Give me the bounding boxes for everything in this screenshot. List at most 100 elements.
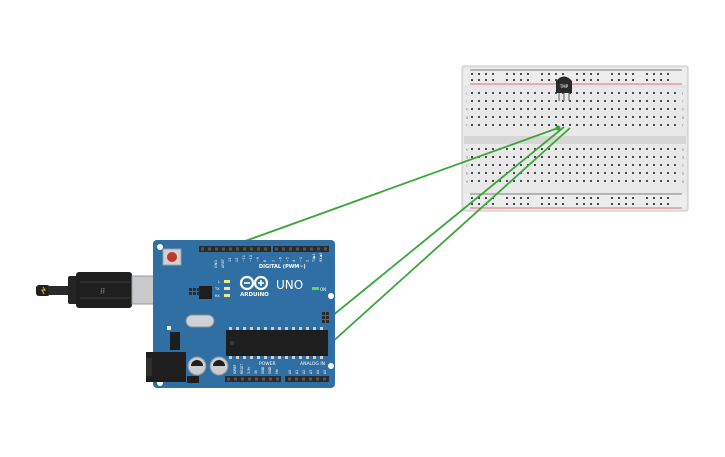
terminal-hole[interactable] (541, 100, 543, 102)
terminal-hole[interactable] (555, 164, 557, 166)
header-pin[interactable] (241, 377, 244, 381)
header-pin[interactable] (255, 377, 258, 381)
terminal-hole[interactable] (548, 148, 550, 150)
header-pin[interactable] (262, 377, 265, 381)
terminal-hole[interactable] (492, 156, 494, 158)
terminal-hole[interactable] (667, 124, 669, 126)
terminal-hole[interactable] (471, 156, 473, 158)
rail-hole[interactable] (506, 203, 508, 205)
rail-hole[interactable] (527, 197, 529, 199)
terminal-hole[interactable] (520, 156, 522, 158)
terminal-hole[interactable] (611, 108, 613, 110)
terminal-hole[interactable] (534, 164, 536, 166)
terminal-hole[interactable] (485, 100, 487, 102)
rail-hole[interactable] (583, 79, 585, 81)
terminal-hole[interactable] (555, 156, 557, 158)
terminal-hole[interactable] (674, 156, 676, 158)
terminal-hole[interactable] (604, 156, 606, 158)
terminal-hole[interactable] (485, 92, 487, 94)
terminal-hole[interactable] (548, 124, 550, 126)
rail-hole[interactable] (597, 203, 599, 205)
terminal-hole[interactable] (597, 172, 599, 174)
terminal-hole[interactable] (506, 148, 508, 150)
terminal-hole[interactable] (590, 116, 592, 118)
rail-hole[interactable] (520, 197, 522, 199)
terminal-hole[interactable] (646, 180, 648, 182)
rail-hole[interactable] (625, 79, 627, 81)
header-pin[interactable] (275, 247, 278, 251)
rail-hole[interactable] (583, 73, 585, 75)
rail-hole[interactable] (625, 73, 627, 75)
terminal-hole[interactable] (653, 156, 655, 158)
terminal-hole[interactable] (506, 100, 508, 102)
terminal-hole[interactable] (478, 108, 480, 110)
terminal-hole[interactable] (520, 108, 522, 110)
terminal-hole[interactable] (520, 180, 522, 182)
terminal-hole[interactable] (618, 108, 620, 110)
terminal-hole[interactable] (478, 92, 480, 94)
terminal-hole[interactable] (513, 148, 515, 150)
rail-hole[interactable] (653, 197, 655, 199)
header-pin[interactable] (317, 247, 320, 251)
terminal-hole[interactable] (492, 116, 494, 118)
rail-hole[interactable] (506, 79, 508, 81)
rail-hole[interactable] (555, 203, 557, 205)
terminal-hole[interactable] (562, 108, 564, 110)
terminal-hole[interactable] (541, 148, 543, 150)
terminal-hole[interactable] (520, 92, 522, 94)
rail-hole[interactable] (590, 203, 592, 205)
terminal-hole[interactable] (555, 148, 557, 150)
terminal-hole[interactable] (506, 124, 508, 126)
terminal-hole[interactable] (646, 92, 648, 94)
terminal-hole[interactable] (555, 116, 557, 118)
terminal-hole[interactable] (569, 108, 571, 110)
header-pin[interactable] (243, 247, 246, 251)
terminal-hole[interactable] (562, 148, 564, 150)
rail-hole[interactable] (632, 197, 634, 199)
terminal-hole[interactable] (625, 172, 627, 174)
rail-hole[interactable] (597, 79, 599, 81)
terminal-hole[interactable] (527, 180, 529, 182)
rail-hole[interactable] (513, 203, 515, 205)
terminal-hole[interactable] (471, 100, 473, 102)
terminal-hole[interactable] (513, 116, 515, 118)
rail-hole[interactable] (506, 73, 508, 75)
terminal-hole[interactable] (499, 180, 501, 182)
rail-hole[interactable] (471, 79, 473, 81)
terminal-hole[interactable] (527, 172, 529, 174)
header-pin[interactable] (309, 377, 312, 381)
terminal-hole[interactable] (576, 116, 578, 118)
rail-hole[interactable] (660, 197, 662, 199)
rail-hole[interactable] (527, 79, 529, 81)
rail-hole[interactable] (562, 197, 564, 199)
terminal-hole[interactable] (492, 100, 494, 102)
terminal-hole[interactable] (513, 172, 515, 174)
terminal-hole[interactable] (492, 92, 494, 94)
rail-hole[interactable] (520, 203, 522, 205)
terminal-hole[interactable] (548, 92, 550, 94)
terminal-hole[interactable] (583, 92, 585, 94)
terminal-hole[interactable] (499, 92, 501, 94)
terminal-hole[interactable] (674, 172, 676, 174)
terminal-hole[interactable] (611, 124, 613, 126)
terminal-hole[interactable] (646, 156, 648, 158)
terminal-hole[interactable] (562, 172, 564, 174)
terminal-hole[interactable] (583, 172, 585, 174)
header-pin[interactable] (296, 247, 299, 251)
rail-hole[interactable] (541, 197, 543, 199)
terminal-hole[interactable] (541, 108, 543, 110)
terminal-hole[interactable] (625, 124, 627, 126)
terminal-hole[interactable] (471, 124, 473, 126)
terminal-hole[interactable] (569, 180, 571, 182)
terminal-hole[interactable] (583, 124, 585, 126)
terminal-hole[interactable] (597, 108, 599, 110)
terminal-hole[interactable] (667, 164, 669, 166)
terminal-hole[interactable] (541, 116, 543, 118)
terminal-hole[interactable] (485, 116, 487, 118)
terminal-hole[interactable] (527, 92, 529, 94)
terminal-hole[interactable] (660, 92, 662, 94)
rail-hole[interactable] (660, 203, 662, 205)
terminal-hole[interactable] (492, 172, 494, 174)
terminal-hole[interactable] (527, 108, 529, 110)
header-pin[interactable] (288, 377, 291, 381)
